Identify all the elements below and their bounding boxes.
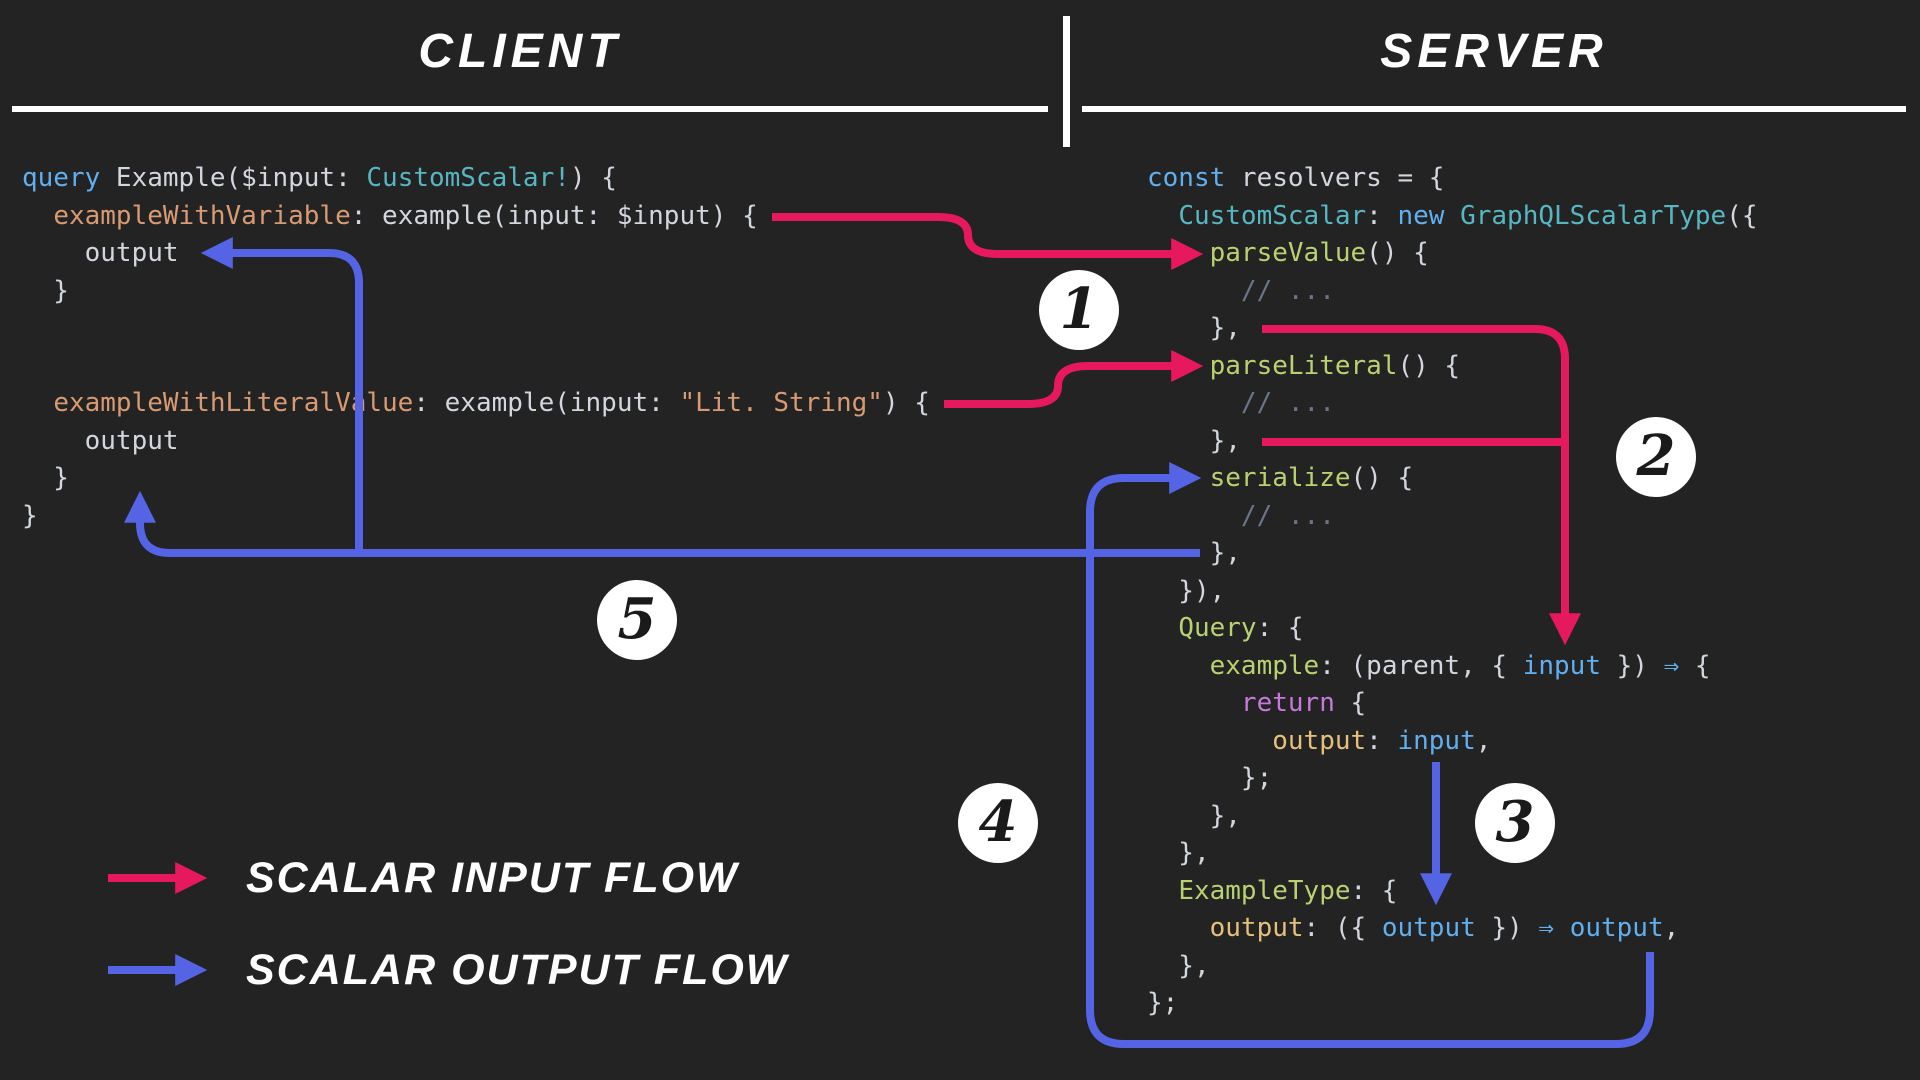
arrow-serialized-to-client	[124, 490, 1200, 557]
step-badge-1: 1	[1039, 270, 1119, 350]
step-badge-4: 4	[958, 783, 1038, 863]
server-column-title: SERVER	[1380, 25, 1608, 78]
arrow-variable-to-parsevalue	[772, 213, 1204, 270]
client-code-block: query Example($input: CustomScalar!) { e…	[22, 163, 930, 531]
step-badge-2: 2	[1616, 417, 1696, 497]
client-title-underline	[12, 106, 1048, 112]
arrow-parsed-to-resolver	[1262, 325, 1581, 646]
arrow-field-to-serialize	[1086, 462, 1654, 1048]
server-code-block: const resolvers = { CustomScalar: new Gr…	[1147, 163, 1758, 1018]
arrow-literal-to-parseliteral	[944, 350, 1204, 408]
server-title-underline	[1082, 106, 1906, 112]
column-divider	[1063, 16, 1070, 147]
arrow-serialized-to-output-variable	[200, 237, 363, 557]
legend-input-flow-label: SCALAR INPUT FLOW	[246, 854, 739, 902]
legend-output-flow-label: SCALAR OUTPUT FLOW	[246, 946, 789, 994]
step-badge-5: 5	[597, 580, 677, 660]
step-badge-3: 3	[1475, 783, 1555, 863]
client-column-title: CLIENT	[418, 25, 622, 78]
